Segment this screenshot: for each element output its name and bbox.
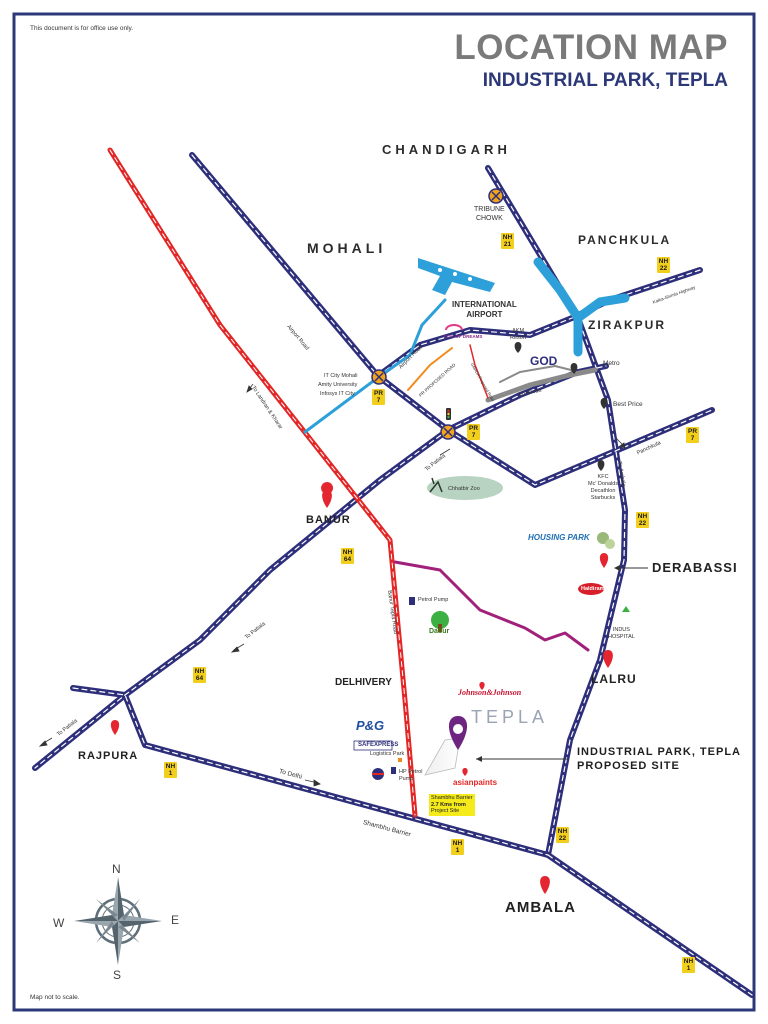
logo-asianpaints: asianpaints (453, 778, 498, 787)
tree-icon (597, 532, 615, 549)
location-pin-icon (479, 682, 485, 690)
junction-icon (440, 424, 456, 440)
label-amity: Amity University (318, 382, 358, 388)
dabur-tree-icon (431, 611, 449, 632)
label-logistics-park: Logistics Park (370, 751, 405, 757)
purple-road (393, 560, 590, 652)
city-lalru: LALRU (591, 672, 637, 686)
haldiram-logo (578, 583, 604, 595)
logo-god: GOD (530, 354, 558, 368)
logo-housing-park: HOUSING PARK (528, 533, 590, 542)
label-infosys: Infosys IT City (320, 391, 355, 397)
label-metro: Metro (603, 360, 620, 367)
city-zirakpur: ZIRAKPUR (588, 318, 666, 332)
airport-link-road (303, 298, 447, 434)
logo-haldiram: Haldiram's (581, 586, 609, 592)
office-note: This document is for office use only. (30, 25, 134, 32)
map-marker-icon (570, 363, 578, 374)
hospital-icon (622, 606, 630, 612)
location-pin-icon (603, 650, 613, 668)
hp-logo (372, 768, 384, 780)
city-tepla: TEPLA (471, 707, 549, 727)
zirakpur-flyover (533, 257, 583, 357)
map-marker-icon (514, 342, 522, 353)
logo-dabur: Dabur (429, 628, 450, 635)
scale-note: Map not to scale. (30, 994, 80, 1001)
site-pin-icon (448, 716, 468, 750)
compass-east: E (171, 913, 180, 927)
map-marker-icon (597, 460, 605, 471)
city-mohali: MOHALI (307, 240, 387, 256)
compass-west: W (53, 916, 65, 930)
junction-icon (371, 369, 387, 385)
label-best-price: Best Price (613, 401, 643, 408)
compass-rose-icon (74, 877, 162, 965)
city-banur: BANUR (306, 514, 351, 526)
logo-pg: P&G (356, 718, 385, 733)
safexpress-logo (353, 740, 393, 751)
label-petrol-pump: Petrol Pump (418, 597, 449, 603)
location-pin-icon (322, 490, 332, 508)
page-title: LOCATION MAP (454, 28, 728, 67)
map-marker-icon (600, 398, 608, 409)
airport-icon (418, 258, 495, 295)
location-pin-icon (110, 720, 120, 735)
page-subtitle: INDUSTRIAL PARK, TEPLA (482, 70, 728, 91)
logo-delhivery: DELHIVERY (335, 677, 392, 688)
city-derabassi: DERABASSI (652, 560, 738, 575)
logo-city-of-dreams: CITY OF DREAMS (444, 334, 483, 339)
location-pin-icon (540, 876, 550, 894)
city-chandigarh: CHANDIGARH (382, 142, 511, 157)
city-of-dreams-logo (445, 324, 463, 331)
label-it-city: IT City Mohali (324, 373, 358, 379)
compass-north: N (112, 862, 121, 876)
logistics-icon (398, 758, 402, 762)
deer-icon (429, 477, 443, 493)
pr-proposed-road (407, 347, 453, 391)
location-pin-icon (599, 553, 609, 568)
zoo-area (427, 476, 503, 500)
city-panchkula: PANCHKULA (578, 233, 672, 247)
label-chhatbir-zoo: Chhatbir Zoo (448, 486, 480, 492)
tribune-chowk-icon (488, 188, 504, 204)
traffic-light-icon (446, 408, 451, 420)
highway-to-patiala (32, 427, 451, 771)
location-pin-icon (462, 768, 468, 776)
logo-johnson-johnson: Johnson&Johnson (458, 688, 522, 697)
logo-safexpress: SAFEXPRESS (358, 742, 399, 748)
compass-south: S (113, 968, 122, 982)
fuel-icon (409, 597, 415, 605)
direction-arrow-icon (439, 448, 451, 456)
city-ambala: AMBALA (505, 899, 576, 916)
city-rajpura: RAJPURA (78, 750, 139, 762)
fuel-icon (391, 767, 396, 774)
gmada-proposed-road (469, 344, 489, 399)
page-border (12, 12, 756, 1012)
vip-road (485, 367, 598, 403)
